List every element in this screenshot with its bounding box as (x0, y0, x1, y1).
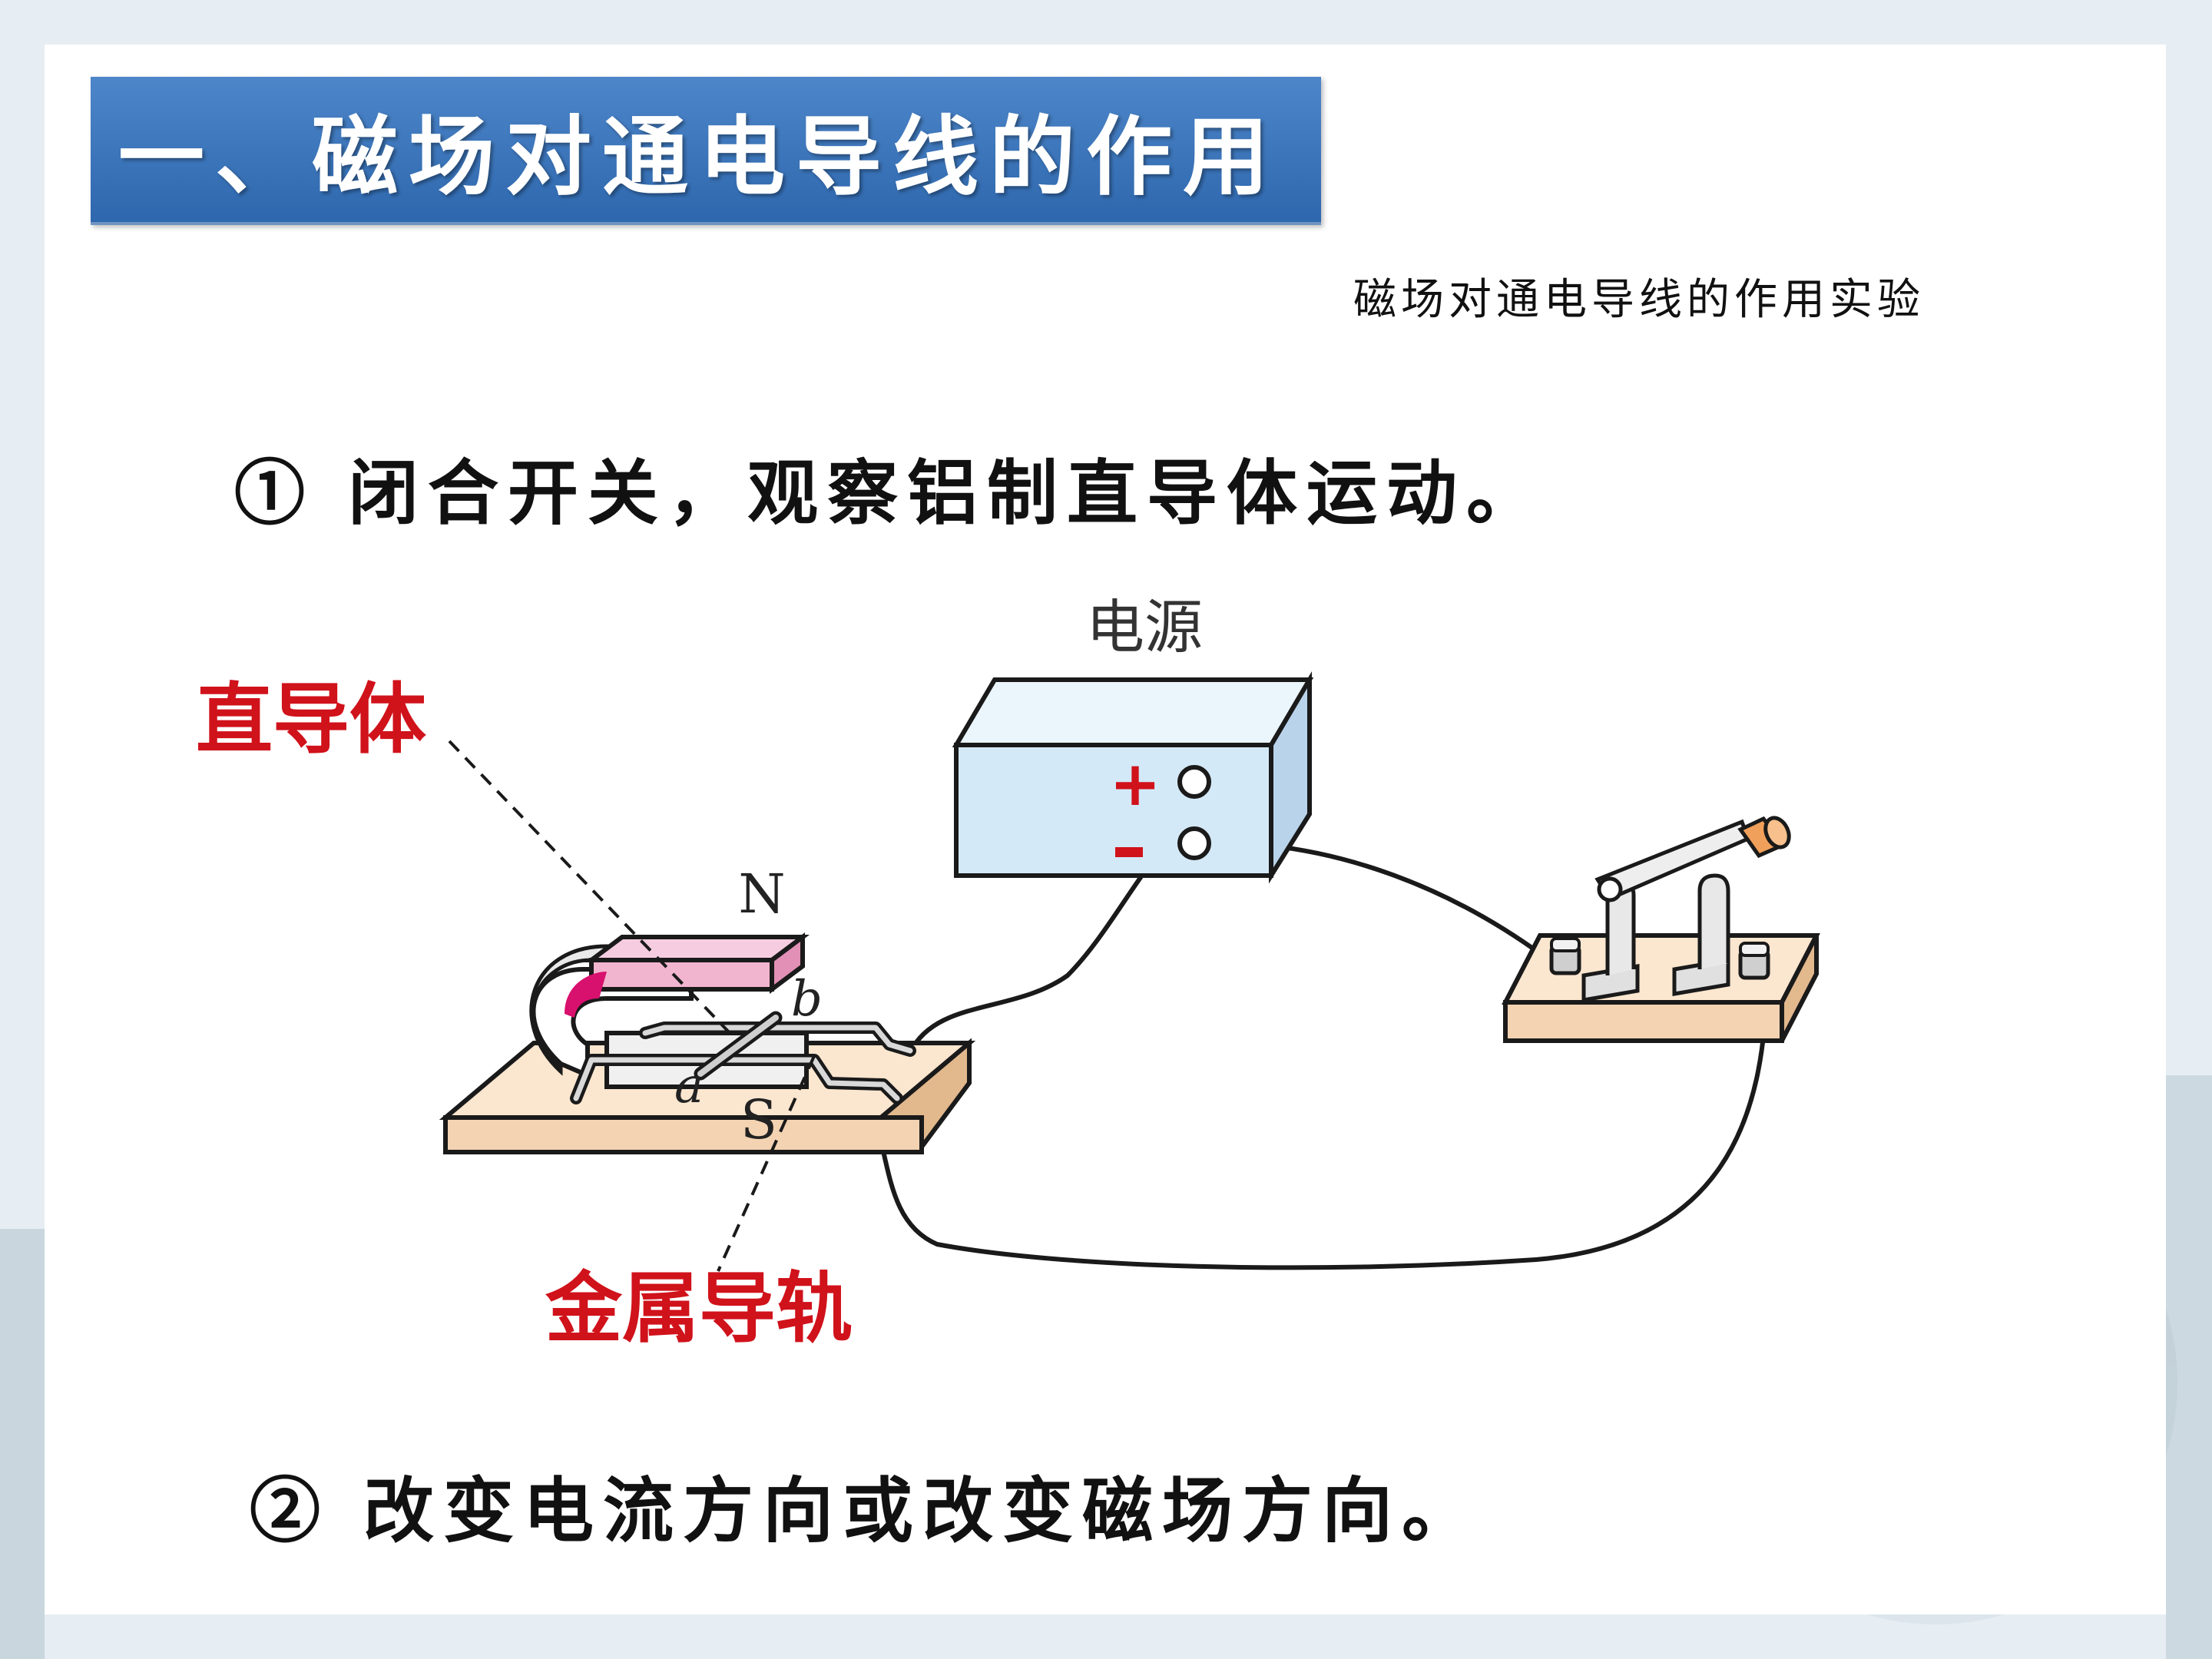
minus-sign (1115, 847, 1143, 857)
knife-switch (1502, 816, 1820, 1043)
metal-rail-label: 金属导轨 (545, 1263, 853, 1353)
plus-sign: + (1109, 748, 1161, 820)
conductor-label: 直导体 (196, 674, 426, 764)
metal-rails (570, 1022, 916, 1104)
rail-leader-line (717, 1055, 816, 1272)
south-pole-label: S (740, 1088, 777, 1151)
straight-conductor (694, 1011, 783, 1081)
power-supply: + (952, 671, 1314, 884)
north-pole-label: N (738, 863, 785, 926)
wire-minus-to-rail (908, 841, 1170, 1054)
experiment-subtitle: 磁场对通电导线的作用实验 (1353, 275, 1925, 325)
end-b-label: b (791, 971, 823, 1028)
step-one-text: ① 闭合开关，观察铝制直导体运动。 (234, 452, 1547, 535)
negative-terminal (1177, 826, 1211, 860)
page-title: 一、磁场对通电导线的作用 (118, 107, 1280, 207)
wire-switch-to-rail (866, 975, 1769, 1270)
magnet-north-pole (584, 935, 810, 962)
end-a-label: a (674, 1058, 704, 1114)
power-supply-label: 电源 (1086, 593, 1203, 661)
step-two-text: ② 改变电流方向或改变磁场方向。 (250, 1469, 1482, 1552)
positive-terminal (1177, 765, 1211, 799)
title-banner: 一、磁场对通电导线的作用 (91, 77, 1321, 225)
